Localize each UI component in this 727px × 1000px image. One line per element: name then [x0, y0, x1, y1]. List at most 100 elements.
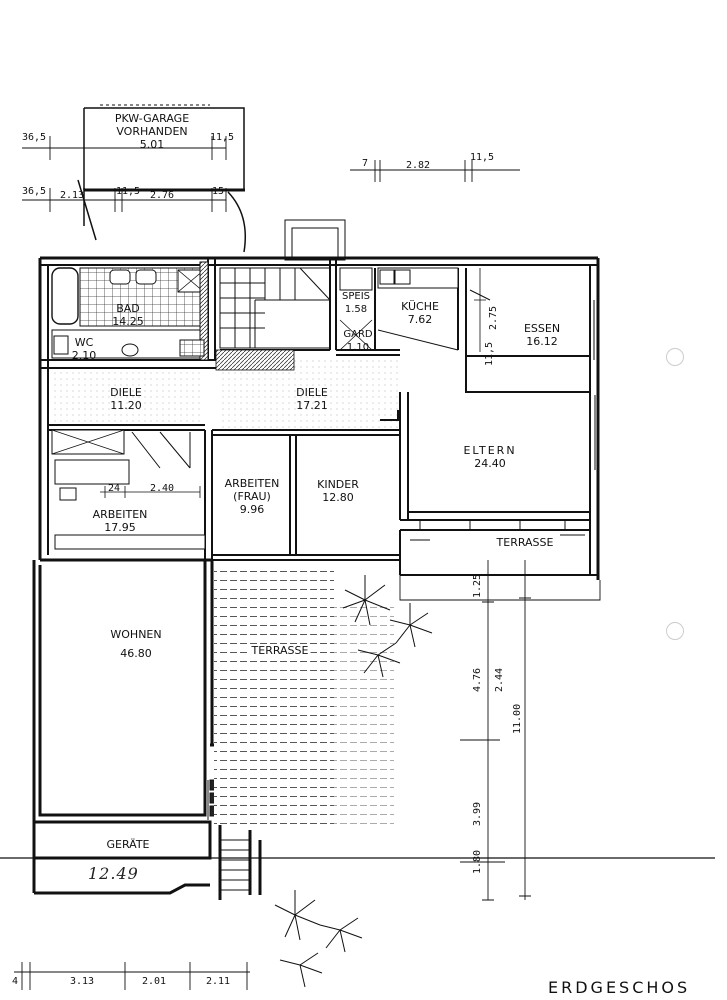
essen-name: ESSEN	[523, 322, 561, 335]
plant-symbols	[274, 575, 433, 988]
south-wing-walls	[32, 560, 262, 900]
kueche-name: KÜCHE	[401, 300, 439, 313]
dim-115-c: 11,5	[470, 152, 495, 163]
bathtub	[51, 267, 79, 325]
garage-name: PKW-GARAGE VORHANDEN	[114, 112, 190, 138]
gard-label: GARD 1.10	[343, 328, 372, 354]
dim-365-b: 36,5	[22, 186, 47, 197]
bad-label: BAD 14.25	[112, 302, 144, 328]
garage-size: 5.01	[139, 138, 165, 151]
wc-tiles	[179, 339, 205, 357]
terrasse-east-label: TERRASSE	[497, 536, 554, 549]
gard-area: 1.10	[346, 342, 370, 353]
diele-1-label: DIELE 11.20	[110, 386, 142, 412]
dim-115-b: 11,5	[116, 186, 141, 197]
speis-area: 1.58	[344, 304, 368, 315]
handwritten-note: 12.49	[88, 864, 139, 883]
arbeiten-frau-area: 9.96	[239, 503, 265, 516]
dim-282: 2.82	[406, 160, 431, 171]
wohnen-name: WOHNEN	[110, 628, 162, 641]
essen-area: 16.12	[526, 335, 558, 348]
dim-276: 2.76	[150, 190, 175, 201]
bad-area: 14.25	[112, 315, 144, 328]
dim-476: 4.76	[472, 667, 483, 692]
right-dimension-lines	[399, 560, 601, 901]
terrasse-main-label: TERRASSE	[249, 644, 311, 657]
punch-hole-bottom	[666, 622, 684, 640]
arbeiten-1-area: 17.95	[104, 521, 136, 534]
dim-b-313: 3.13	[70, 976, 95, 987]
wc-label: WC 2.10	[72, 336, 97, 362]
wohnen-area: 46.80	[120, 647, 152, 660]
dim-115-d: 11,5	[484, 341, 495, 366]
dim-7: 7	[362, 158, 369, 169]
dim-399: 3.99	[472, 801, 483, 826]
diele-wall-hatch	[215, 349, 295, 371]
kitchen-fixtures	[339, 267, 459, 351]
kueche-area: 7.62	[407, 313, 433, 326]
diele-2-name: DIELE	[296, 386, 328, 399]
bottom-dimension-lines	[14, 962, 250, 990]
dim-240: 2.40	[150, 483, 175, 494]
sink-2	[135, 269, 157, 285]
dim-b-201: 2.01	[142, 976, 167, 987]
geraete-label: GERÄTE	[106, 838, 149, 851]
dim-b-211: 2.11	[206, 976, 231, 987]
punch-hole-top	[666, 348, 684, 366]
kinder-area: 12.80	[322, 491, 354, 504]
dim-365-a: 36,5	[22, 132, 47, 143]
arbeiten-1-label: ARBEITEN 17.95	[93, 508, 148, 534]
geraete-name: GERÄTE	[106, 838, 150, 851]
dim-213: 2.13	[60, 190, 85, 201]
essen-label: ESSEN 16.12	[524, 322, 560, 348]
cupboard-cross	[51, 429, 125, 455]
arbeiten-furniture	[54, 459, 206, 550]
staircase	[219, 219, 346, 349]
diele-1-area: 11.20	[110, 399, 142, 412]
sink-1	[109, 269, 131, 285]
kinder-name: KINDER	[317, 478, 359, 491]
arbeiten-frau-name: ARBEITEN	[224, 477, 280, 490]
dim-24: 24	[108, 483, 121, 494]
garage-label: PKW-GARAGE VORHANDEN 5.01	[92, 112, 212, 151]
terrasse-main-name: TERRASSE	[251, 644, 309, 657]
arbeiten-1-name: ARBEITEN	[92, 508, 148, 521]
diele-floor-left	[52, 370, 204, 424]
dim-125: 1.25	[472, 573, 483, 598]
garage-door-arc	[227, 191, 247, 253]
wohnen-label: WOHNEN 46.80	[110, 628, 161, 660]
terrasse-east-name: TERRASSE	[496, 536, 554, 549]
dim-15: 15	[212, 186, 225, 197]
gard-name: GARD	[343, 329, 373, 340]
dim-244: 2.44	[494, 667, 505, 692]
toilet-box	[53, 335, 69, 355]
speis-label: SPEIS 1.58	[342, 290, 370, 316]
dim-115-a: 11,5	[210, 132, 235, 143]
arbeiten-frau-sub: (FRAU)	[233, 490, 271, 503]
door-swing-2	[380, 410, 399, 421]
eltern-label: ELTERN 24.40	[463, 444, 516, 470]
dim-180: 1.80	[472, 849, 483, 874]
plan-title: ERDGESCHOS	[548, 978, 691, 997]
eltern-details	[410, 520, 585, 541]
diele-2-label: DIELE 17.21	[296, 386, 328, 412]
wc-name: WC	[74, 336, 94, 349]
dim-275: 2.75	[488, 305, 499, 330]
dim-1100: 11.00	[512, 703, 523, 734]
diele-2-area: 17.21	[296, 399, 328, 412]
kinder-label: KINDER 12.80	[317, 478, 359, 504]
wall-hatch-1	[199, 261, 209, 361]
toilet	[121, 343, 139, 357]
terrace-main-lines	[214, 565, 334, 825]
arbeiten-frau-label: ARBEITEN (FRAU) 9.96	[225, 477, 280, 516]
terrace-main-lines-2	[334, 600, 394, 825]
eltern-name: ELTERN	[463, 444, 517, 457]
inner-dimension-lines	[100, 268, 486, 498]
wc-area: 2.10	[71, 349, 97, 362]
eltern-area: 24.40	[474, 457, 506, 470]
door-swing-1	[131, 431, 191, 469]
dim-b-4: 4	[12, 976, 19, 987]
speis-name: SPEIS	[342, 291, 370, 302]
diele-1-name: DIELE	[110, 386, 142, 399]
